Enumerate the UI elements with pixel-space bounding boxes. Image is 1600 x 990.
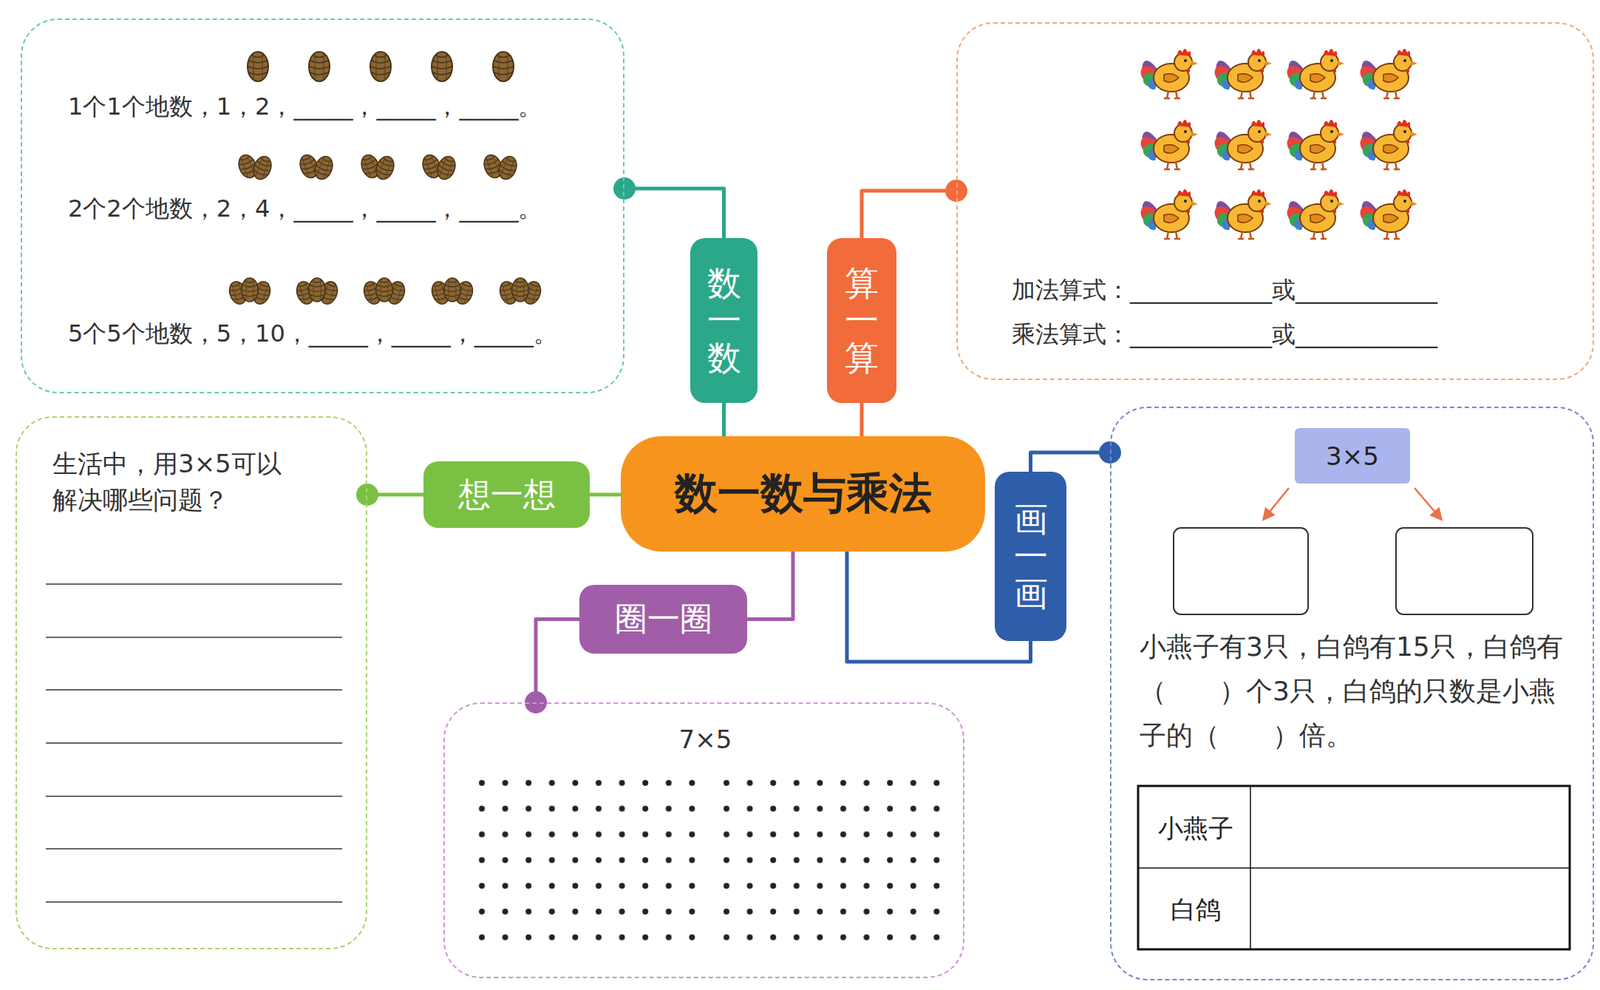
branch-label: 算一算 (826, 237, 897, 403)
panel-text: 1个1个地数，1，2，_____，_____，_____。 (67, 90, 542, 124)
table-header: 小燕子 (1139, 787, 1252, 870)
pinecone-row (247, 51, 514, 82)
node-label: 算一算 (844, 264, 879, 377)
connector-dot (356, 483, 379, 506)
table-header: 白鸽 (1139, 869, 1252, 951)
node-label: 画一画 (1013, 500, 1048, 613)
node-label: 想一想 (458, 472, 556, 517)
dot-grid (714, 770, 949, 951)
expression-box: 3×5 (1294, 427, 1411, 484)
connector-dot (613, 177, 636, 200)
panel-text: 2个2个地数，2，4，_____，_____，_____。 (67, 192, 542, 226)
answer-box (1396, 527, 1533, 615)
node-label: 小燕子 (1158, 811, 1234, 846)
answer-lines (45, 583, 343, 902)
branch-label: 数一数 (690, 237, 758, 403)
dot-grid (470, 770, 704, 951)
panel: 加法算式：____________或____________ 乘法算式：_____… (956, 22, 1595, 380)
node-label: 数一数 (707, 264, 742, 377)
panel: 小燕子有3只，白鸽有15只，白鸽有（ ）个3只，白鸽的只数是小燕子的（ ）倍。 3… (1110, 406, 1595, 980)
panel-text: 5个5个地数，5，10，_____，_____，_____。 (67, 317, 558, 351)
panel: 生活中，用3×5可以解决哪些问题？ (15, 416, 368, 949)
panel-text: 小燕子有3只，白鸽有15只，白鸽有（ ）个3只，白鸽的只数是小燕子的（ ）倍。 (1139, 624, 1578, 758)
panel-text: 7×5 (444, 724, 966, 754)
pinecone-pairs (235, 152, 520, 182)
central-topic: 数一数与乘法 (620, 436, 986, 552)
branch-connector (861, 190, 957, 238)
split-arrow (1414, 487, 1442, 519)
branch-connector (624, 188, 725, 238)
node-label: 白鸽 (1170, 892, 1221, 927)
answer-box (1173, 527, 1309, 615)
panel-text: 加法算式：____________或____________ (1011, 274, 1438, 307)
node-label: 数一数与乘法 (674, 464, 932, 523)
split-arrow (1263, 487, 1289, 519)
branch-label: 画一画 (994, 471, 1067, 641)
panel-text: 生活中，用3×5可以解决哪些问题？ (52, 445, 293, 519)
branch-label: 想一想 (423, 461, 590, 528)
panel-text: 乘法算式：____________或____________ (1011, 318, 1438, 352)
branch-connector (860, 402, 864, 437)
branch-connector (589, 492, 621, 497)
branch-connector (747, 551, 793, 620)
branch-label: 圈一圈 (579, 584, 748, 654)
branch-connector (1030, 452, 1111, 472)
answer-table (1138, 785, 1570, 949)
panel: 7×5 (443, 702, 965, 978)
panel: 1个1个地数，1，2，_____，_____，_____。 2个2个地数，2，4，… (20, 18, 625, 394)
chicken-grid (1141, 48, 1418, 239)
node-label: 3×5 (1325, 441, 1380, 471)
branch-connector (722, 402, 726, 437)
branch-connector (535, 619, 580, 703)
pinecone-triples (226, 277, 544, 306)
node-label: 圈一圈 (614, 597, 713, 641)
